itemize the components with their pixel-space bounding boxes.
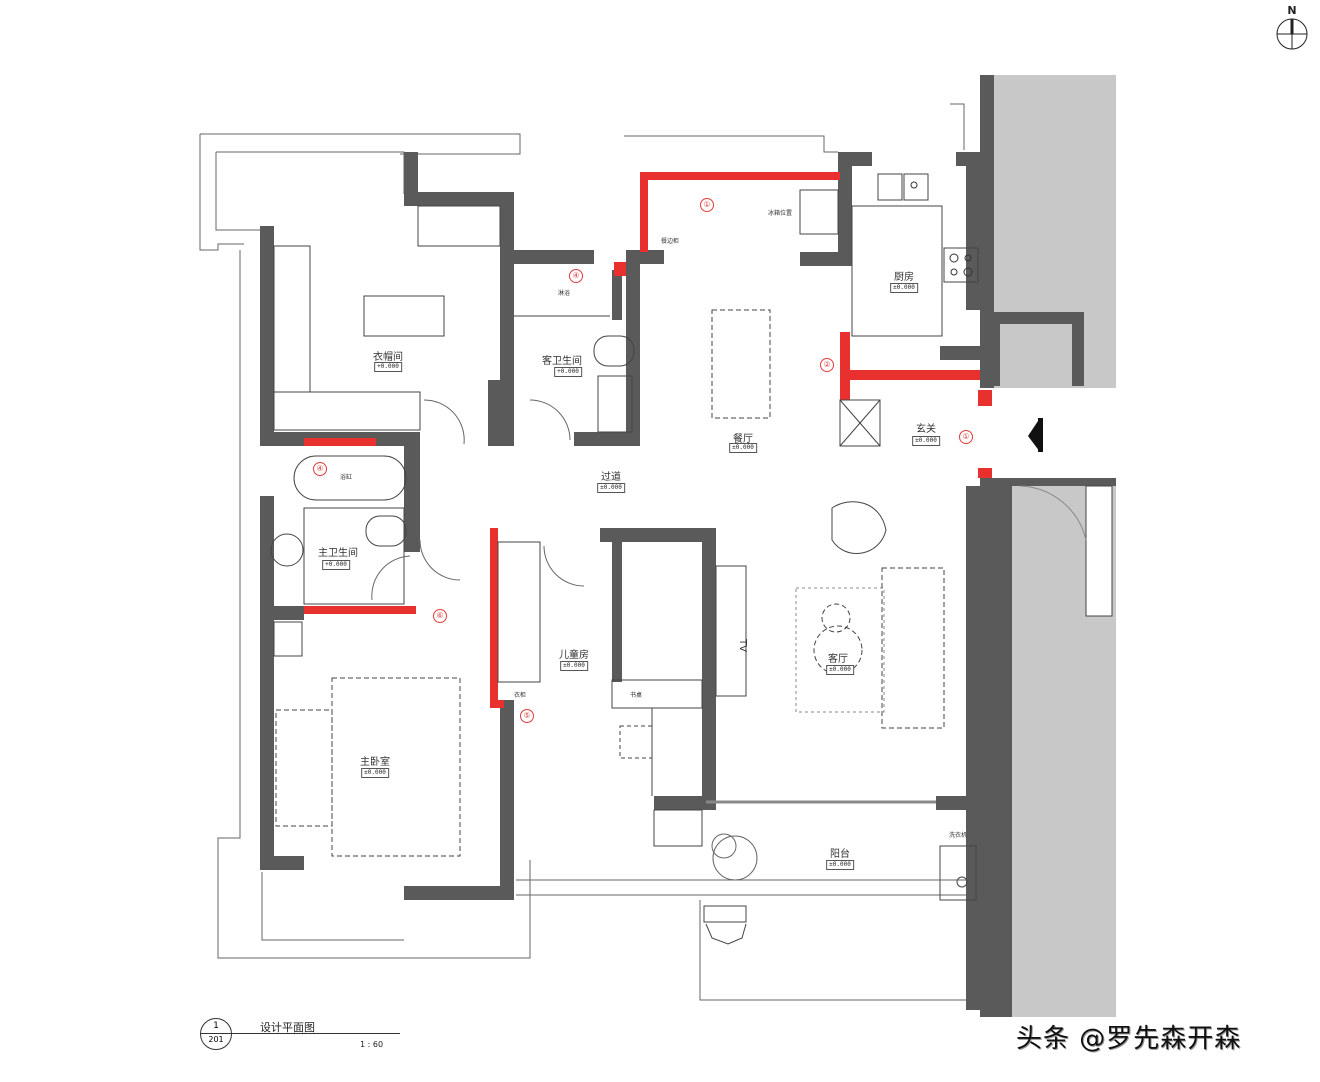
- dining-cabinet-label: 餐边柜: [660, 238, 680, 245]
- room-label-hallway: 过道: [601, 472, 621, 483]
- drawing-number: 1: [213, 1021, 219, 1031]
- closet-note: 衣柜: [513, 692, 527, 699]
- elevation-tag-dining: ±0.000: [729, 443, 757, 453]
- sheet-number: 201: [208, 1035, 224, 1044]
- room-label-balcony: 阳台: [830, 849, 850, 860]
- marker-1-dining: ①: [700, 198, 714, 212]
- marker-4-master-bath: ④: [313, 462, 327, 476]
- tv-label: TV: [736, 639, 748, 652]
- room-label-cloakroom: 衣帽间: [373, 352, 403, 363]
- guest-bath-shower-label: 淋浴: [557, 290, 571, 297]
- new-wall-dining-north: [640, 172, 840, 180]
- kids-desk-label: 书桌: [629, 692, 643, 699]
- elevation-tag-foyer: ±0.000: [912, 436, 940, 446]
- room-label-master-bedroom: 主卧室: [360, 757, 390, 768]
- marker-5-kids: ⑤: [520, 709, 534, 723]
- elevation-tag-living: ±0.000: [826, 665, 854, 675]
- drawing-title-block: 1 201 设计平面图 1 : 60: [200, 1016, 410, 1056]
- elevation-tag-kitchen: ±0.000: [890, 283, 918, 293]
- drawing-index-circle: 1 201: [200, 1018, 232, 1050]
- drawing-title: 设计平面图: [260, 1021, 315, 1034]
- room-label-kitchen: 厨房: [894, 272, 914, 283]
- entry-arrow-icon: [1028, 418, 1040, 452]
- room-label-living: 客厅: [828, 654, 848, 665]
- room-label-foyer: 玄关: [916, 424, 936, 435]
- marker-6-master: ⑥: [433, 609, 447, 623]
- elevation-tag-hallway: ±0.000: [597, 483, 625, 493]
- fridge-note: 冰箱位置: [767, 210, 793, 217]
- marker-4-guest-bath: ④: [569, 269, 583, 283]
- compass-icon: [1276, 18, 1308, 50]
- room-label-dining: 餐厅: [733, 434, 753, 445]
- room-label-kids-room: 儿童房: [559, 650, 589, 661]
- elevation-tag-master-bath: +0.000: [322, 560, 350, 570]
- drawing-scale: 1 : 60: [360, 1040, 384, 1049]
- bathtub-label: 浴缸: [339, 474, 353, 481]
- north-label: N: [1287, 4, 1297, 17]
- elevation-tag-guest-bath: +0.000: [554, 367, 582, 377]
- marker-2-dining: ②: [820, 358, 834, 372]
- elevation-tag-balcony: ±0.000: [826, 860, 854, 870]
- room-label-master-bath: 主卫生间: [318, 548, 358, 559]
- laundry-label: 洗衣机: [948, 832, 968, 839]
- elevation-tag-kids-room: ±0.000: [560, 661, 588, 671]
- room-label-guest-bath: 客卫生间: [542, 356, 582, 367]
- elevation-tag-master-bedroom: ±0.000: [361, 768, 389, 778]
- elevation-tag-cloakroom: +0.000: [374, 362, 402, 372]
- north-arrow: N: [1274, 4, 1310, 55]
- marker-1-foyer: ①: [959, 430, 973, 444]
- watermark: 头条 @罗先森开森: [1016, 1024, 1242, 1054]
